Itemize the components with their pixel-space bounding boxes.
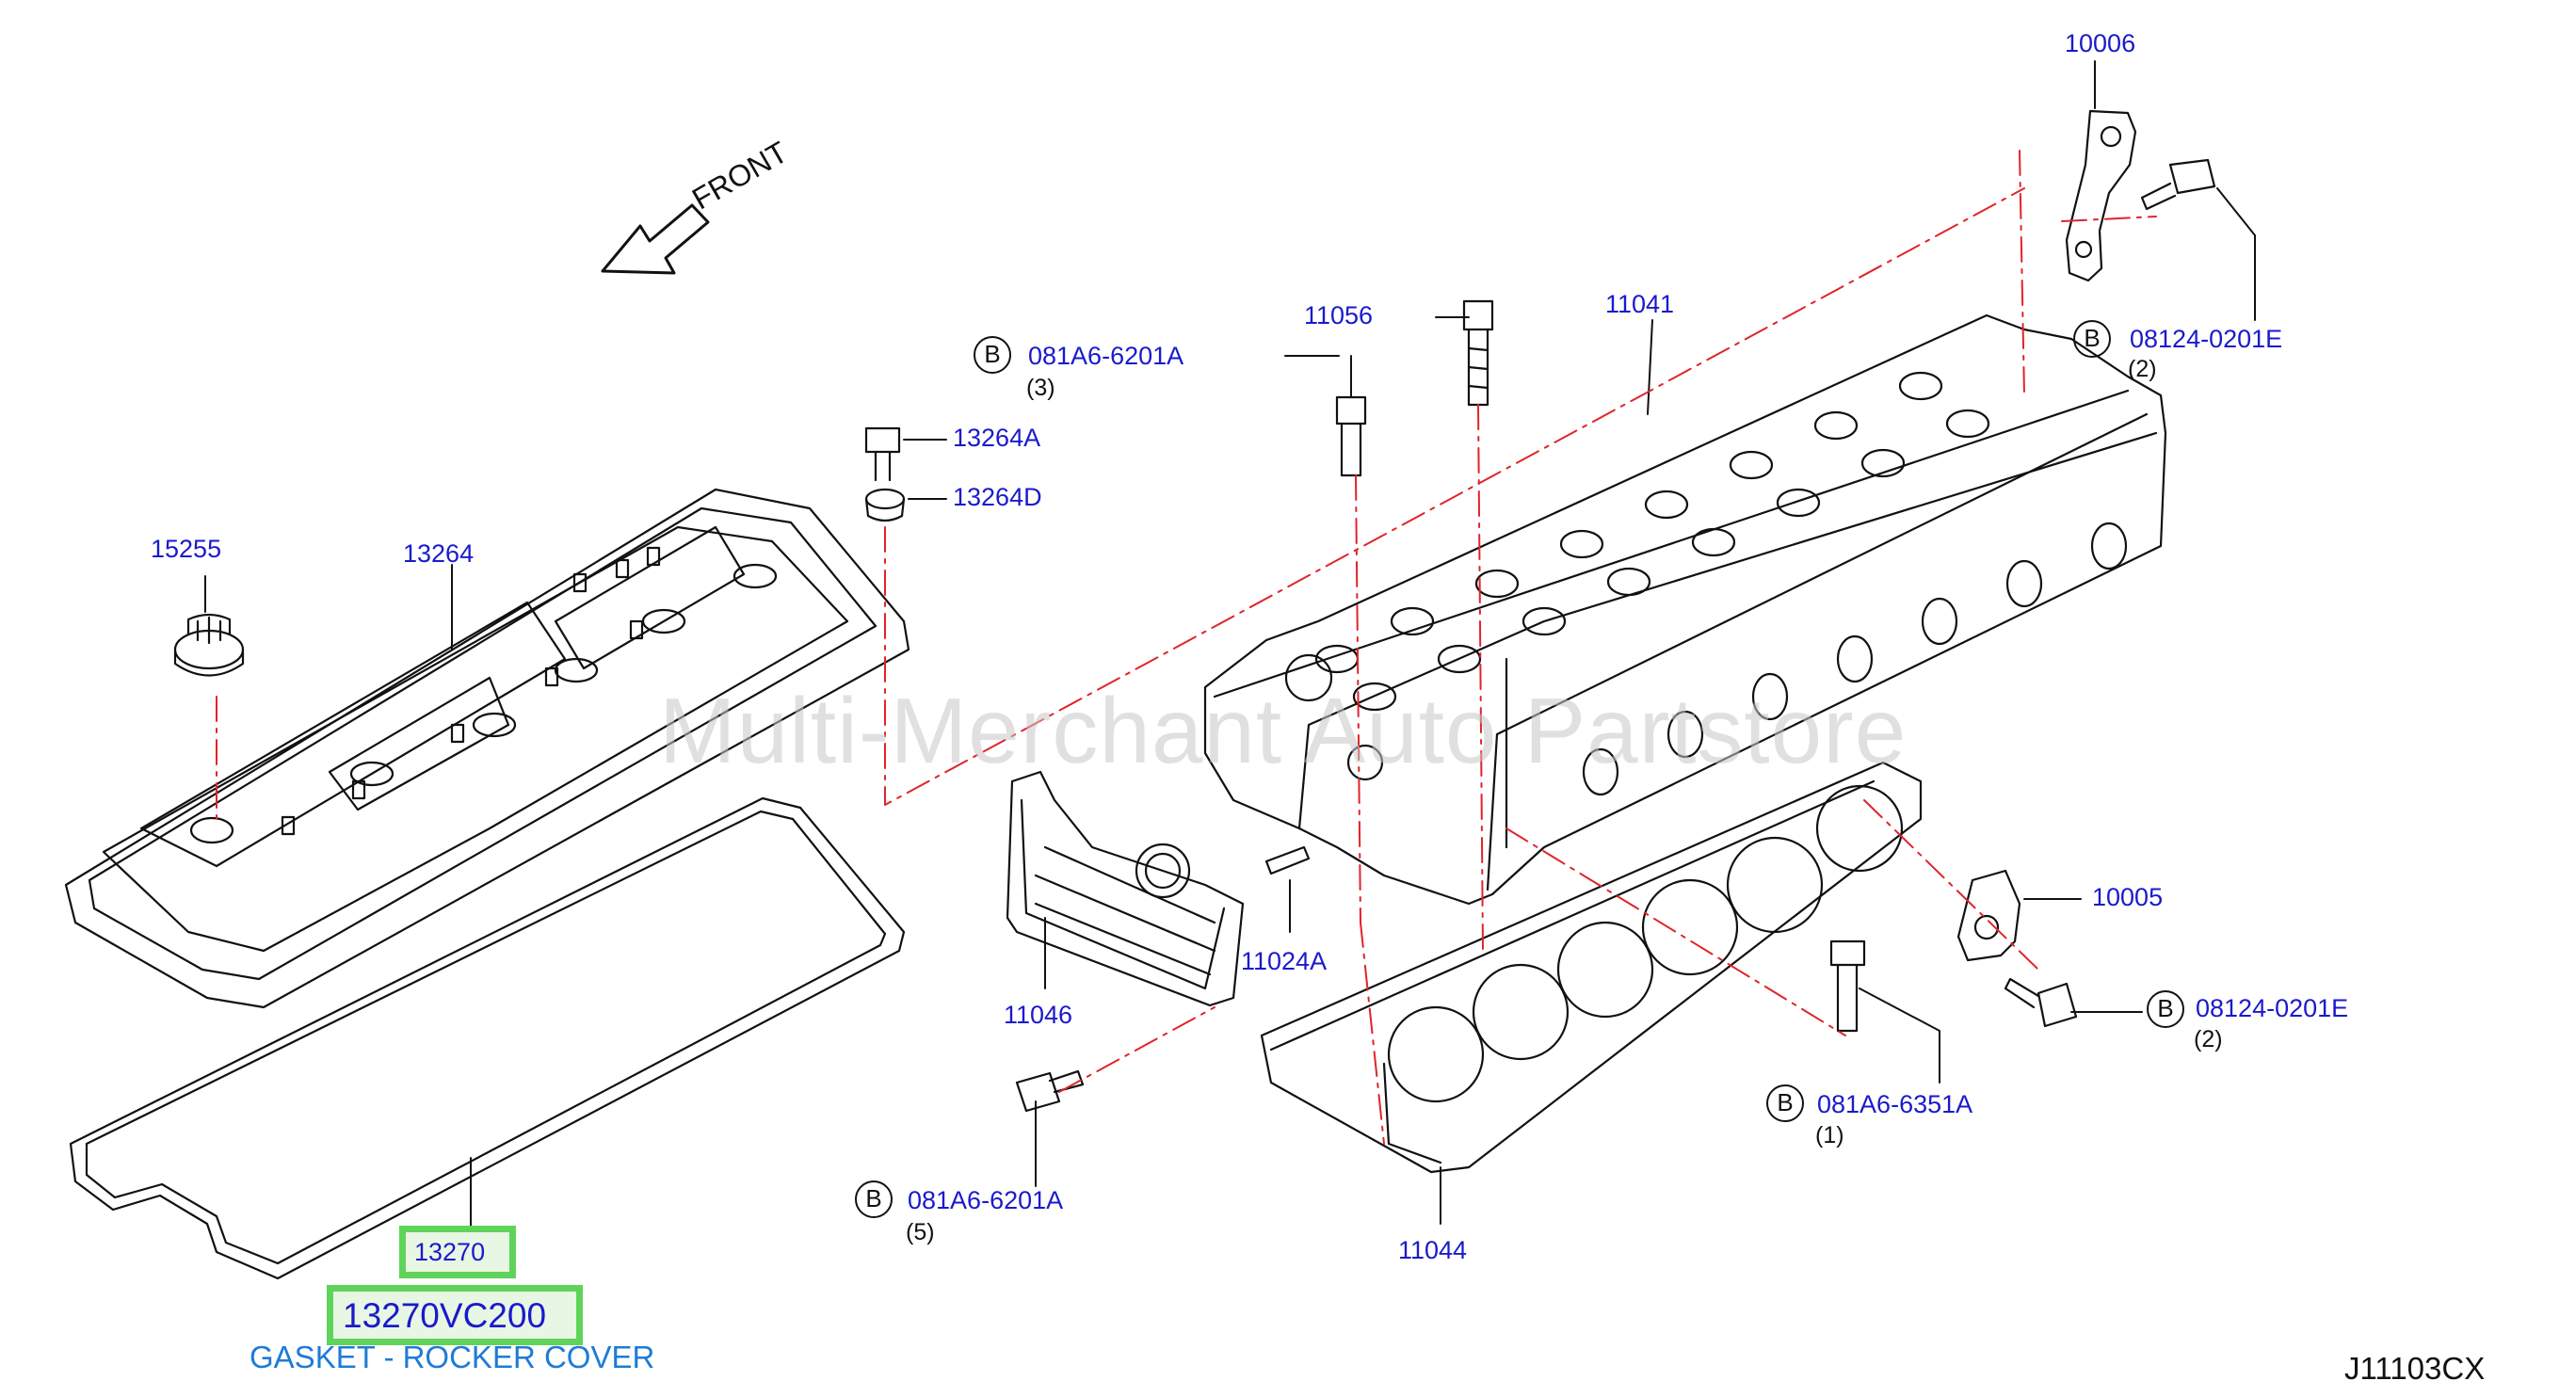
part-label-11056[interactable]: 11056 [1304, 301, 1374, 329]
cylinder-head [1203, 313, 2167, 906]
bolt-number-b2[interactable]: 08124-0201E [2130, 325, 2283, 353]
bolt-number-b1[interactable]: 081A6-6201A [1028, 342, 1184, 370]
bolt-marker-b2: B [2073, 320, 2111, 358]
highlight-box-13270[interactable] [399, 1226, 516, 1278]
engine-hanger-10005 [1956, 869, 2021, 962]
part-label-13270[interactable]: 13270 [414, 1238, 486, 1266]
bolt-qty-b5: (5) [906, 1219, 935, 1245]
part-label-13264[interactable]: 13264 [403, 539, 475, 568]
bolt-number-b5[interactable]: 081A6-6201A [908, 1186, 1064, 1214]
part-label-10006[interactable]: 10006 [2065, 29, 2136, 57]
bolt-11056-short [1335, 395, 1367, 477]
bolt-08124-lower [2004, 977, 2078, 1028]
part-label-10005[interactable]: 10005 [2092, 883, 2164, 911]
leader-lines [204, 60, 2256, 1229]
diagram-code: J11103CX [2344, 1351, 2486, 1386]
part-label-13264d[interactable]: 13264D [953, 483, 1042, 511]
grommet-13264d [864, 488, 906, 522]
highlight-description: GASKET - ROCKER COVER [250, 1340, 655, 1374]
bolt-081a6-6201a-lower [1015, 1069, 1085, 1113]
dowel-11024a [1264, 845, 1311, 875]
highlight-box-part-number[interactable] [327, 1285, 583, 1345]
port-openings [1582, 522, 2128, 796]
head-gasket [1260, 761, 1923, 1174]
front-arrow-icon [601, 203, 710, 275]
bolt-qty-b2: (2) [2128, 356, 2157, 382]
highlight-part-number[interactable]: 13270VC200 [343, 1296, 547, 1335]
bolt-08124-top [2140, 158, 2216, 211]
bolt-13264a [864, 426, 901, 482]
bolt-marker-b4: B [1766, 1084, 1804, 1122]
oil-filler-cap [173, 613, 245, 677]
bolt-marker-b3: B [2147, 990, 2184, 1028]
bolt-081a6-6351a [1829, 939, 1866, 1033]
part-label-11046[interactable]: 11046 [1004, 1001, 1073, 1029]
part-label-13264a[interactable]: 13264A [953, 424, 1041, 452]
bolt-number-b3[interactable]: 08124-0201E [2196, 994, 2349, 1022]
front-cover-11046 [1006, 770, 1245, 1007]
part-label-11044[interactable]: 11044 [1398, 1236, 1468, 1264]
part-label-11024a[interactable]: 11024A [1241, 947, 1328, 975]
alignment-lines [216, 150, 2157, 1145]
part-label-11041[interactable]: 11041 [1605, 290, 1675, 318]
rocker-cover [64, 488, 910, 1009]
cam-journals [1314, 371, 1990, 712]
part-label-15255[interactable]: 15255 [151, 535, 222, 563]
watermark: Multi-Merchant Auto Partstore [659, 679, 1908, 782]
bolt-qty-b3: (2) [2194, 1026, 2223, 1052]
bolt-number-b4[interactable]: 081A6-6351A [1817, 1090, 1973, 1118]
rocker-cover-gasket [69, 796, 906, 1280]
bolt-marker-b1: B [974, 336, 1011, 374]
bolt-marker-b5: B [855, 1180, 893, 1218]
engine-hanger-10006 [2065, 109, 2137, 282]
bolt-qty-b1: (3) [1026, 375, 1055, 401]
bolt-qty-b4: (1) [1815, 1122, 1844, 1148]
